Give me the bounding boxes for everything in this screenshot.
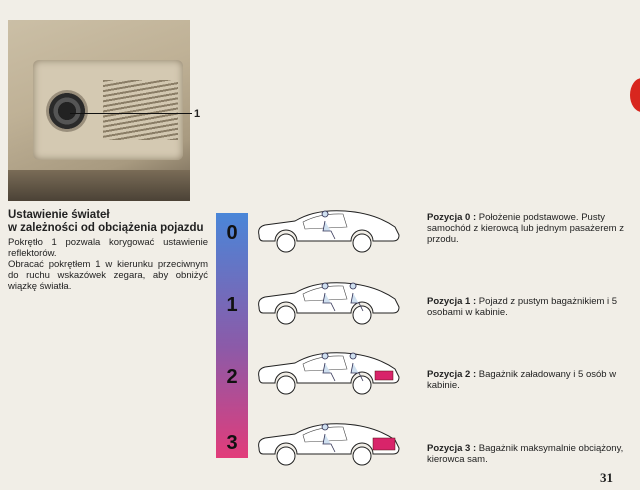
headlight-adjuster-photo bbox=[8, 20, 190, 201]
position-number-0: 0 bbox=[226, 222, 238, 244]
luggage-block bbox=[374, 370, 394, 381]
section-tab-marker bbox=[630, 78, 640, 112]
title-line-2: w zależności od obciążenia pojazdu bbox=[8, 222, 204, 234]
car-illustration-2 bbox=[258, 352, 400, 395]
position-text: Bagażnik maksymalnie obciążony, kierowca… bbox=[427, 443, 624, 465]
page-number: 31 bbox=[600, 470, 613, 485]
position-text: Pojazd z pustym bagażnikiem i 5 osobami … bbox=[427, 296, 618, 318]
position-number-3: 3 bbox=[226, 432, 238, 454]
position-number-1: 1 bbox=[226, 294, 238, 316]
callout-line bbox=[70, 113, 192, 114]
section-body: Pokrętło 1 pozwala korygować ustawienie … bbox=[8, 237, 208, 292]
position-label: Pozycja 2 : bbox=[427, 369, 477, 380]
position-label: Pozycja 3 : bbox=[427, 443, 477, 454]
load-gradient-bar bbox=[216, 213, 248, 458]
position-text: Położenie podstawowe. Pusty samochód z k… bbox=[427, 212, 624, 245]
title-line-1: Ustawienie świateł bbox=[8, 209, 110, 221]
position-number-2: 2 bbox=[226, 366, 238, 388]
adjuster-knob bbox=[46, 90, 88, 132]
callout-label: 1 bbox=[194, 108, 201, 120]
position-label: Pozycja 0 : bbox=[427, 212, 477, 223]
paragraph-1: Pokrętło 1 pozwala korygować ustawienie … bbox=[8, 237, 208, 259]
car-illustration-0 bbox=[258, 210, 400, 253]
position-desc-3: Pozycja 3 : Bagażnik maksymalnie obciążo… bbox=[427, 443, 637, 465]
position-label: Pozycja 1 : bbox=[427, 296, 477, 307]
section-title: Ustawienie świateł w zależności od obcią… bbox=[8, 209, 208, 235]
position-desc-1: Pozycja 1 : Pojazd z pustym bagażnikiem … bbox=[427, 296, 637, 318]
position-desc-0: Pozycja 0 : Położenie podstawowe. Pusty … bbox=[427, 212, 637, 245]
paragraph-2: Obracać pokrętłem 1 w kierunku przeciwny… bbox=[8, 259, 208, 292]
car-illustration-3 bbox=[258, 423, 400, 466]
position-text: Bagażnik załadowany i 5 osób w kabinie. bbox=[427, 369, 617, 391]
car-illustration-1 bbox=[258, 282, 400, 325]
position-desc-2: Pozycja 2 : Bagażnik załadowany i 5 osób… bbox=[427, 369, 637, 391]
luggage-block bbox=[372, 437, 396, 451]
